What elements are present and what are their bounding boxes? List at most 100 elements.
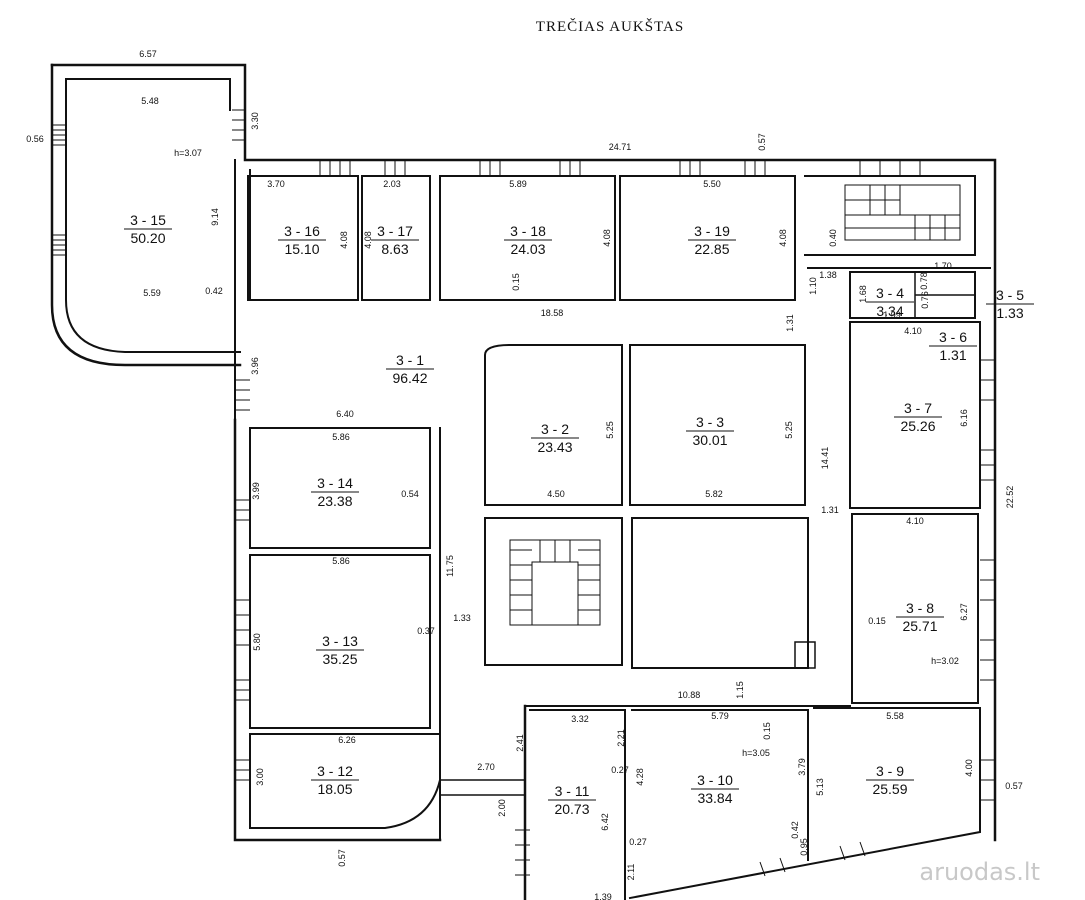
room-id: 3 - 18 <box>510 223 546 239</box>
dimension-label: 5.86 <box>332 432 350 442</box>
dimension-label: 22.52 <box>1005 486 1015 509</box>
dimension-label: 5.13 <box>815 778 825 796</box>
room-area: 8.63 <box>381 241 408 257</box>
room-id: 3 - 2 <box>541 421 569 437</box>
room-id: 3 - 19 <box>694 223 730 239</box>
room-label: 3 - 7 25.26 <box>894 400 942 434</box>
dimension-label: 5.25 <box>784 421 794 439</box>
staircase-center <box>509 539 601 626</box>
windows <box>52 109 995 877</box>
dimension-label: 4.00 <box>964 759 974 777</box>
room-id: 3 - 7 <box>904 400 932 416</box>
dimension-label: 0.57 <box>1005 781 1023 791</box>
dimension-label: 6.57 <box>139 49 157 59</box>
dimension-label: 1.15 <box>735 681 745 699</box>
room-id: 3 - 1 <box>396 352 424 368</box>
room-label: 3 - 16 15.10 <box>278 223 326 257</box>
room-area: 25.59 <box>872 781 907 797</box>
dimension-label: 0.15 <box>762 722 772 740</box>
dimension-label: 3.79 <box>797 758 807 776</box>
dimension-label: 1.33 <box>453 613 471 623</box>
room-area: 24.03 <box>510 241 545 257</box>
dimension-label: 2.03 <box>383 179 401 189</box>
dimension-label: 3.30 <box>250 112 260 130</box>
room-area: 18.05 <box>317 781 352 797</box>
room-id: 3 - 13 <box>322 633 358 649</box>
dimension-label: 4.08 <box>778 229 788 247</box>
room-label: 3 - 12 18.05 <box>311 763 359 797</box>
room-id: 3 - 8 <box>906 600 934 616</box>
dimension-label: h=3.07 <box>174 148 202 158</box>
room-area: 30.01 <box>692 432 727 448</box>
dimension-label: 3.32 <box>571 714 589 724</box>
dimension-label: 2.00 <box>497 799 507 817</box>
room-area: 50.20 <box>130 230 165 246</box>
room-id: 3 - 12 <box>317 763 353 779</box>
dimension-label: 5.80 <box>252 633 262 651</box>
room-id: 3 - 17 <box>377 223 413 239</box>
room-area: 15.10 <box>284 241 319 257</box>
walls <box>50 63 997 900</box>
dimension-label: 1.31 <box>785 314 795 332</box>
dimension-label: 1.70 <box>934 261 952 271</box>
dimension-label: 5.48 <box>141 96 159 106</box>
dimension-label: 1.99 <box>883 310 901 320</box>
dimension-label: 4.50 <box>547 489 565 499</box>
room-area: 25.71 <box>902 618 937 634</box>
room-area: 25.26 <box>900 418 935 434</box>
dimension-label: 6.26 <box>338 735 356 745</box>
room-label: 3 - 9 25.59 <box>866 763 914 797</box>
plan-title: TREČIAS AUKŠTAS <box>536 18 684 35</box>
dimension-label: 2.41 <box>515 734 525 752</box>
dimension-label: 5.25 <box>605 421 615 439</box>
dimension-label: 1.10 <box>808 277 818 295</box>
dimension-label: 5.59 <box>143 288 161 298</box>
room-label: 3 - 13 35.25 <box>316 633 364 667</box>
dimension-label: 1.38 <box>819 270 837 280</box>
room-label: 3 - 2 23.43 <box>531 421 579 455</box>
dimension-label: 2.21 <box>616 729 626 747</box>
dimension-label: 1.31 <box>821 505 839 515</box>
dimension-label: 3.70 <box>267 179 285 189</box>
dimension-label: 4.10 <box>906 516 924 526</box>
room-area: 23.43 <box>537 439 572 455</box>
room-id: 3 - 6 <box>939 329 967 345</box>
dimension-label: 1.39 <box>594 892 612 900</box>
room-area: 33.84 <box>697 790 732 806</box>
dimension-label: 14.41 <box>820 447 830 470</box>
room-label: 3 - 18 24.03 <box>504 223 552 257</box>
dimension-label: 0.95 <box>799 838 809 856</box>
dimension-label: 4.28 <box>635 768 645 786</box>
room-area: 35.25 <box>322 651 357 667</box>
room-id: 3 - 9 <box>876 763 904 779</box>
room-area: 23.38 <box>317 493 352 509</box>
room-area: 3.34 <box>876 303 903 319</box>
room-label: 3 - 51.33 <box>986 287 1034 321</box>
room-id: 3 - 3 <box>696 414 724 430</box>
dimension-label: 5.50 <box>703 179 721 189</box>
room-label: 3 - 19 22.85 <box>688 223 736 257</box>
room-label: 3 - 4 3.34 <box>866 285 914 319</box>
room-area: 20.73 <box>554 801 589 817</box>
room-area: 96.42 <box>392 370 427 386</box>
dimension-label: 18.58 <box>541 308 564 318</box>
dimension-label: 5.58 <box>886 711 904 721</box>
dimension-label: 24.71 <box>609 142 632 152</box>
dimension-label: 3.96 <box>250 357 260 375</box>
dimension-label: 3.99 <box>251 482 261 500</box>
room-id: 3 - 4 <box>876 285 904 301</box>
dimension-label: 0.78 <box>919 272 929 290</box>
dimension-label: 0.56 <box>26 134 44 144</box>
dimension-label: 0.37 <box>417 626 435 636</box>
room-id: 3 - 16 <box>284 223 320 239</box>
dimension-label: 0.42 <box>790 821 800 839</box>
dimension-label: h=3.05 <box>742 748 770 758</box>
room-area: 22.85 <box>694 241 729 257</box>
dimension-label: 1.68 <box>858 285 868 303</box>
